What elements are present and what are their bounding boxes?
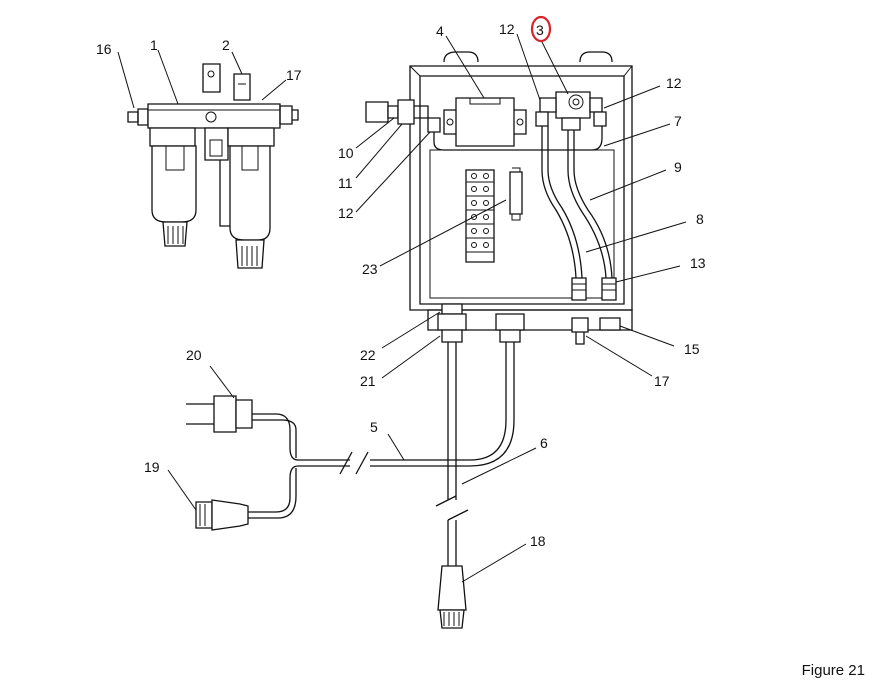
callout-17-top: 17	[286, 67, 302, 83]
inlet-fittings	[365, 99, 429, 125]
callout-4: 4	[436, 23, 444, 39]
terminal-block	[465, 167, 523, 263]
callout-11: 11	[338, 175, 353, 191]
tube-9-inner	[573, 130, 613, 279]
callout-12-left: 12	[338, 205, 354, 221]
callout-15: 15	[684, 341, 700, 357]
cable-5	[370, 342, 515, 467]
highlight-ring	[530, 15, 552, 43]
callout-17-bottom: 17	[654, 373, 670, 389]
callout-8: 8	[696, 211, 704, 227]
solenoid-valve	[539, 91, 603, 131]
callout-21: 21	[360, 373, 376, 389]
fitting-15	[599, 317, 621, 331]
cable-6	[447, 342, 457, 500]
elbow-fitting-right	[593, 111, 607, 127]
callout-13: 13	[690, 255, 706, 271]
tube-8	[541, 126, 577, 279]
callout-22: 22	[360, 347, 376, 363]
elbow-fitting-box	[427, 117, 441, 133]
callout-10: 10	[338, 145, 354, 161]
callout-5: 5	[370, 419, 378, 435]
bulkhead-fitting-left	[571, 277, 587, 301]
figure-label: Figure 21	[801, 662, 865, 679]
callout-9: 9	[674, 159, 682, 175]
callout-labels: 16 1 2 17 4 12 3 12 7 9 8 13 15 17 10 11…	[96, 21, 706, 549]
plug-20	[186, 395, 253, 433]
callout-2: 2	[222, 37, 230, 53]
callout-12-right: 12	[666, 75, 682, 91]
fitting-17-box	[571, 317, 589, 333]
tube-9	[567, 130, 607, 279]
callout-18: 18	[530, 533, 546, 549]
transformer	[443, 97, 527, 147]
callout-7: 7	[674, 113, 682, 129]
connector-19	[195, 499, 249, 531]
callout-6: 6	[540, 435, 548, 451]
cord-grips	[437, 303, 525, 343]
tube-8-inner	[547, 126, 583, 279]
connector-18	[437, 565, 467, 611]
filter-regulator-assembly	[127, 63, 299, 269]
bulkhead-fitting-right	[601, 277, 617, 301]
callout-23: 23	[362, 261, 378, 277]
callout-1: 1	[150, 37, 158, 53]
tube-7	[433, 118, 603, 151]
elbow-fitting-left	[535, 111, 549, 127]
leader-lines	[117, 33, 687, 583]
callout-19: 19	[144, 459, 160, 475]
callout-16: 16	[96, 41, 112, 57]
callout-20: 20	[186, 347, 202, 363]
callout-12-top: 12	[499, 21, 515, 37]
callout-3: 3	[536, 22, 544, 38]
